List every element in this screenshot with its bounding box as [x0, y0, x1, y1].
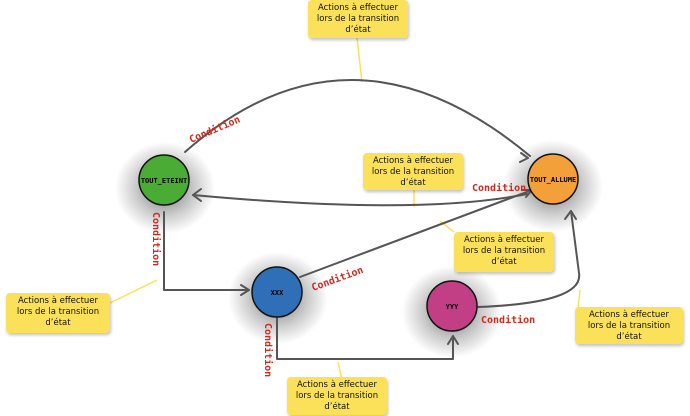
action-note-right: Actions à effectuer lors de la transitio…: [575, 307, 683, 344]
callout-pointer: [356, 37, 363, 83]
note-line: lors de la transition: [16, 307, 100, 317]
note-line: lors de la transition: [295, 391, 379, 401]
action-note-middle: Actions à effectuer lors de la transitio…: [363, 153, 463, 190]
state-node-tout-allume[interactable]: [527, 153, 579, 205]
state-label-tout-allume: TOUT_ALLUME: [530, 176, 576, 184]
arrowhead: [564, 210, 577, 220]
note-line: Actions à effectuer: [317, 3, 399, 13]
condition-label-allume-to-eteint: Condition: [472, 182, 526, 194]
state-label-xxx: XXX: [271, 289, 284, 297]
note-line: Actions à effectuer: [372, 156, 454, 166]
edge-eteint-to-xxx: [163, 211, 250, 291]
edge-allume-to-eteint: [192, 193, 528, 207]
state-node-tout-eteint[interactable]: [138, 154, 190, 206]
state-tout-eteint[interactable]: TOUT_ETEINT: [138, 154, 190, 206]
arrowhead: [447, 335, 459, 345]
note-line: Actions à effectuer: [17, 296, 99, 306]
note-line: Actions à effectuer: [463, 235, 545, 245]
note-line: d’état: [345, 25, 371, 35]
note-line: lors de la transition: [316, 14, 400, 24]
state-xxx[interactable]: XXX: [251, 266, 303, 318]
edge-yyy-to-allume: [477, 210, 581, 308]
note-line: lors de la transition: [462, 246, 546, 256]
action-note-top: Actions à effectuer lors de la transitio…: [308, 0, 408, 38]
note-line: d’état: [45, 318, 71, 328]
state-node-yyy[interactable]: [426, 280, 478, 332]
note-line: d’état: [616, 332, 642, 342]
condition-label-top-arc: Condition: [187, 114, 242, 146]
note-line: Actions à effectuer: [588, 310, 670, 320]
state-yyy[interactable]: YYY: [426, 280, 478, 332]
action-note-left: Actions à effectuer lors de la transitio…: [6, 293, 110, 333]
note-line: d’état: [491, 257, 517, 267]
state-node-xxx[interactable]: [251, 266, 303, 318]
state-label-yyy: YYY: [446, 303, 459, 311]
arrowhead: [519, 152, 529, 163]
note-line: d’état: [324, 402, 350, 412]
edge-xxx-to-allume: [299, 189, 533, 278]
callout-pointer: [109, 279, 158, 304]
edge-xxx-to-yyy: [276, 317, 454, 360]
edge-eteint-to-allume: [184, 79, 531, 157]
action-note-bottom: Actions à effectuer lors de la transitio…: [287, 377, 387, 415]
note-line: lors de la transition: [371, 167, 455, 177]
condition-label-yyy-to-allume: Condition: [481, 314, 535, 326]
arrowhead: [192, 188, 202, 202]
state-tout-allume[interactable]: TOUT_ALLUME: [527, 153, 579, 205]
condition-label-eteint-down: Condition: [150, 212, 162, 266]
note-line: lors de la transition: [587, 321, 671, 331]
action-note-right-middle: Actions à effectuer lors de la transitio…: [454, 232, 554, 272]
condition-label-xxx-to-yyy: Condition: [262, 323, 274, 377]
note-line: d’état: [400, 178, 426, 188]
arrowhead: [240, 284, 250, 296]
state-label-tout-eteint: TOUT_ETEINT: [141, 177, 187, 185]
note-line: Actions à effectuer: [296, 380, 378, 390]
